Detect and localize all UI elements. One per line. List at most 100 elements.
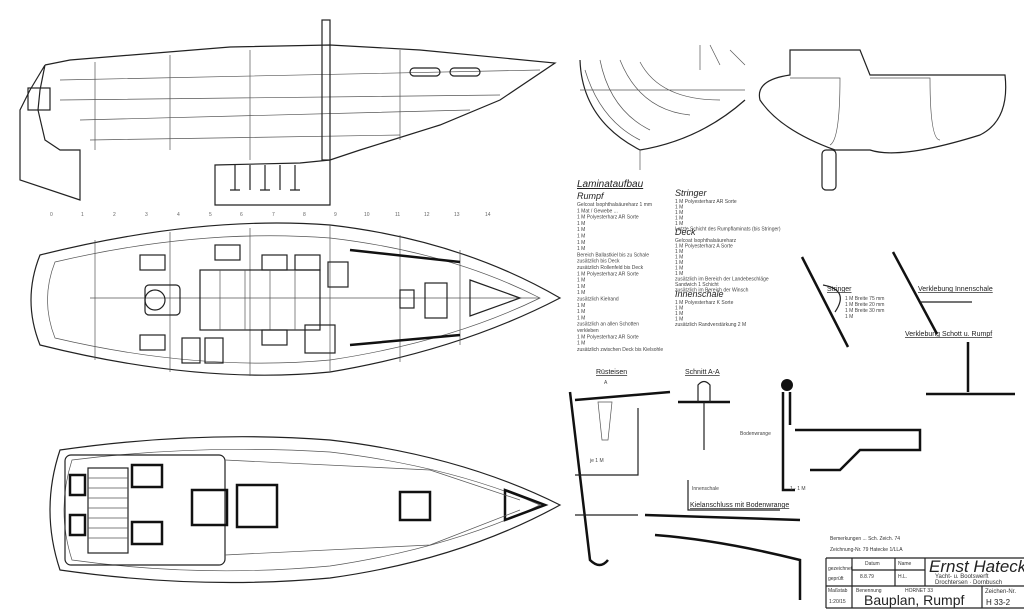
laminate-line: 1 M <box>675 306 683 312</box>
laminate-line: zusätzlich Randverstärkung 2 M <box>675 322 746 328</box>
massstab-label: Maßstab <box>828 588 848 594</box>
laminate-line: 1 M <box>577 234 585 240</box>
laminate-line: verkleben <box>577 328 599 334</box>
laminate-line: Gelcoat Isophthalsäureharz <box>675 238 737 244</box>
laminate-line: zusätzlich im Bereich der Landebeschläge <box>675 277 769 283</box>
laminate-line: 1 M <box>577 309 585 315</box>
station-label: 8 <box>303 212 306 218</box>
laminate-line: 1 M <box>577 240 585 246</box>
station-label: 2 <box>113 212 116 218</box>
datum-label: Datum <box>865 561 880 567</box>
bodenwrange-note: Bodenwrange <box>740 431 771 437</box>
station-label: 7 <box>272 212 275 218</box>
laminate-line: zusätzlich zwischen Deck bis Kielsohle <box>577 347 663 353</box>
laminate-line: 1 M <box>577 246 585 252</box>
laminate-line: 1 M Polyesterharz AR Sorte <box>675 199 737 205</box>
stringer-spec: 1 M Breite 75 mm <box>845 296 884 302</box>
laminate-line: 1 M <box>675 260 683 266</box>
title-block: Bemerkungen ... Sch. Zeich. 74 Zeichnung… <box>825 536 1024 609</box>
note-label: 1 - 1 M <box>790 486 806 492</box>
laminate-line: 1 M Polyesterharz AR Sorte <box>577 215 639 221</box>
geprueft-label: geprüft <box>828 576 844 582</box>
fitting-detail <box>781 379 793 391</box>
stringer-detail-label: Stringer <box>827 286 852 293</box>
stringer-spec: 1 M Breite 20 mm <box>845 302 884 308</box>
laminate-line: zusätzlich Kielrand <box>577 297 619 303</box>
laminate-line: Bereich Ballastkiel bis zu Schale <box>577 252 649 258</box>
laminate-line: 1 M <box>577 278 585 284</box>
zeichen-label: Zeichen-Nr. <box>985 589 1016 595</box>
project-name: HORNET 33 <box>905 588 933 594</box>
station-label: 9 <box>334 212 337 218</box>
station-label: 11 <box>395 212 400 218</box>
company-name: Ernst Hatecke <box>929 557 1024 576</box>
laminate-line: 1 M Polyesterharz AR Sorte <box>577 334 639 340</box>
schnitt-label: Schnitt A-A <box>685 369 720 376</box>
laminate-line: zusätzlich Rollenfeld bis Deck <box>577 265 644 271</box>
deck-heading: Deck <box>675 227 696 237</box>
name-label: Name <box>898 561 912 567</box>
station-label: 4 <box>177 212 180 218</box>
laminate-line: Letzte Schicht des Rumpflaminats (bis St… <box>675 227 781 233</box>
laminate-line: 1 Mat / Gewebe ... <box>577 208 618 214</box>
innenschale-note: Innenschale <box>692 486 719 492</box>
ruesteisen-label: Rüsteisen <box>596 369 627 376</box>
drawing-title: Bauplan, Rumpf <box>864 592 965 608</box>
datum-value: 8.8.79 <box>860 574 874 580</box>
laminate-line: Gelcoat Isophthalsäureharz 1 mm <box>577 202 652 208</box>
company-sub: Yacht- u. Bootswerft <box>935 574 989 580</box>
hull-sections-view <box>579 44 1007 191</box>
stringer-spec: 1 M <box>845 314 853 320</box>
note-label: je 1 M <box>589 458 604 464</box>
gezeichnet-label: gezeichnet <box>828 566 853 572</box>
verklebung-schott-label: Verklebung Schott u. Rumpf <box>905 331 992 338</box>
laminate-line: 1 M <box>675 249 683 255</box>
laminate-line: 1 M <box>577 341 585 347</box>
laminate-line: 1 M <box>675 317 683 323</box>
laminate-line: 1 M <box>675 210 683 216</box>
laminate-line: 1 M <box>675 271 683 277</box>
laminate-details: Stringer 1 M Breite 75 mm 1 M Breite 20 … <box>568 251 1015 600</box>
remark-note: Bemerkungen ... Sch. Zeich. 74 <box>830 536 900 542</box>
name-value: H.L. <box>898 574 907 580</box>
station-label: 13 <box>454 212 460 218</box>
company-sub: Drochtersen · Dornbusch <box>935 580 1002 586</box>
deck-plan-view <box>49 436 562 584</box>
verklebung-innenschale-label: Verklebung Innenschale <box>918 286 993 293</box>
rumpf-heading: Rumpf <box>577 191 605 201</box>
station-label: 14 <box>485 212 491 218</box>
laminate-line: 1 M <box>577 290 585 296</box>
side-profile-view <box>19 19 557 206</box>
laminate-line: 1 M <box>577 227 585 233</box>
zeichen-value: H 33-2 <box>986 598 1011 607</box>
laminate-line: 1 M <box>577 315 585 321</box>
station-label: 10 <box>364 212 370 218</box>
stringer-spec: 1 M Breite 30 mm <box>845 308 884 314</box>
interior-plan-view <box>30 222 562 376</box>
laminate-line: 1 M <box>577 303 585 309</box>
station-label: 0 <box>50 212 53 218</box>
laminate-title: Laminataufbau <box>577 179 644 190</box>
station-numbers: 0 1 2 3 4 5 6 7 8 9 10 11 12 13 14 <box>50 212 491 218</box>
laminate-line: 1 M <box>577 221 585 227</box>
innenschale-heading: Innenschale <box>675 289 724 299</box>
laminate-line: 1 M <box>675 311 683 317</box>
laminate-line: zusätzlich bis Deck <box>577 259 620 265</box>
drawing-number-note: Zeichnung-Nr. 79 Hatecke 1/LLA <box>830 547 903 553</box>
laminate-line: 1 M <box>675 205 683 211</box>
stringer-heading: Stringer <box>675 188 708 198</box>
laminate-line: zusätzlich im Bereich der Winsch <box>675 288 749 294</box>
station-label: 3 <box>145 212 148 218</box>
station-label: 1 <box>81 212 84 218</box>
station-label: 6 <box>240 212 243 218</box>
laminate-line: 1 M Polyesterharz A Sorte <box>675 244 733 250</box>
laminate-line: 1 M <box>675 255 683 261</box>
laminate-line: zusätzlich an allen Schotten <box>577 322 639 328</box>
section-mark-a: A <box>604 380 608 386</box>
laminate-line: 1 M <box>577 284 585 290</box>
laminate-line: Sandwich 1 Schicht <box>675 282 719 288</box>
laminate-line: 1 M <box>675 221 683 227</box>
kielanschluss-label: Kielanschluss mit Bodenwrange <box>690 502 789 509</box>
laminate-line: 1 M <box>675 216 683 222</box>
